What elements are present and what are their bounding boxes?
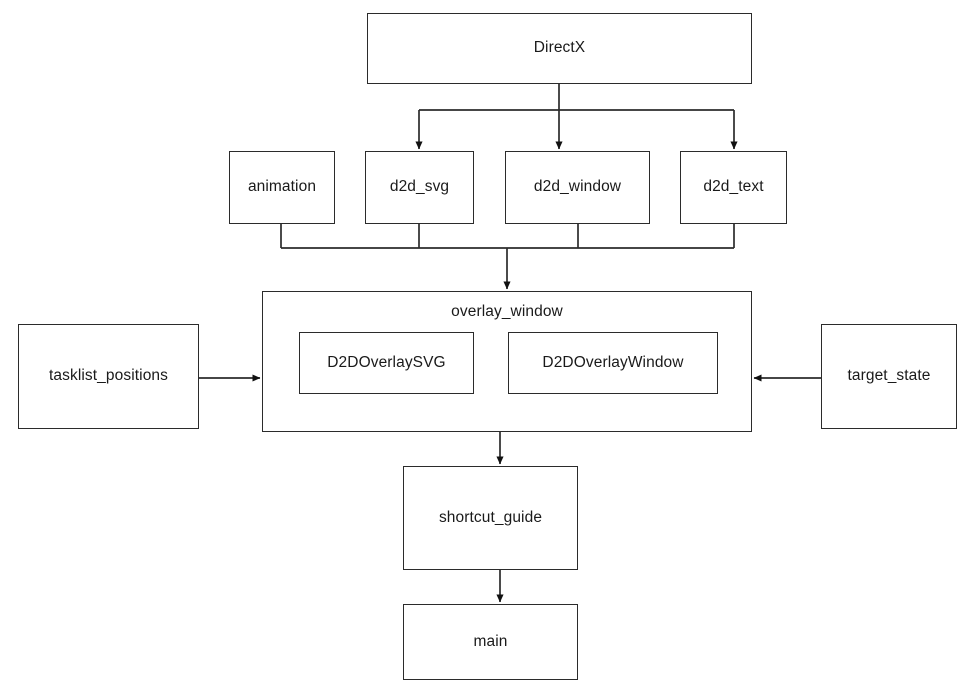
- node-d2d-window-label: d2d_window: [533, 178, 622, 196]
- node-main-label: main: [473, 632, 508, 650]
- node-d2doverlaywindow[interactable]: D2DOverlayWindow: [508, 332, 718, 394]
- node-d2doverlaysvg-label: D2DOverlaySVG: [327, 353, 446, 371]
- node-overlay-window[interactable]: overlay_window: [262, 291, 752, 432]
- node-d2d-svg[interactable]: d2d_svg: [365, 151, 474, 224]
- node-tasklist-positions-label: tasklist_positions: [49, 367, 168, 385]
- node-tasklist-positions[interactable]: tasklist_positions: [18, 324, 199, 429]
- node-d2doverlaywindow-label: D2DOverlayWindow: [542, 353, 684, 371]
- node-d2d-svg-label: d2d_svg: [389, 178, 450, 196]
- node-target-state-label: target_state: [847, 367, 931, 385]
- node-d2d-window[interactable]: d2d_window: [505, 151, 650, 224]
- node-main[interactable]: main: [403, 604, 578, 680]
- node-animation-label: animation: [247, 178, 317, 196]
- node-animation[interactable]: animation: [229, 151, 335, 224]
- node-shortcut-guide-label: shortcut_guide: [438, 508, 543, 526]
- node-directx-label: DirectX: [533, 39, 586, 57]
- node-directx[interactable]: DirectX: [367, 13, 752, 84]
- node-overlay-window-label: overlay_window: [451, 303, 563, 320]
- node-d2d-text-label: d2d_text: [703, 178, 764, 196]
- node-d2doverlaysvg[interactable]: D2DOverlaySVG: [299, 332, 474, 394]
- node-shortcut-guide[interactable]: shortcut_guide: [403, 466, 578, 570]
- node-target-state[interactable]: target_state: [821, 324, 957, 429]
- node-d2d-text[interactable]: d2d_text: [680, 151, 787, 224]
